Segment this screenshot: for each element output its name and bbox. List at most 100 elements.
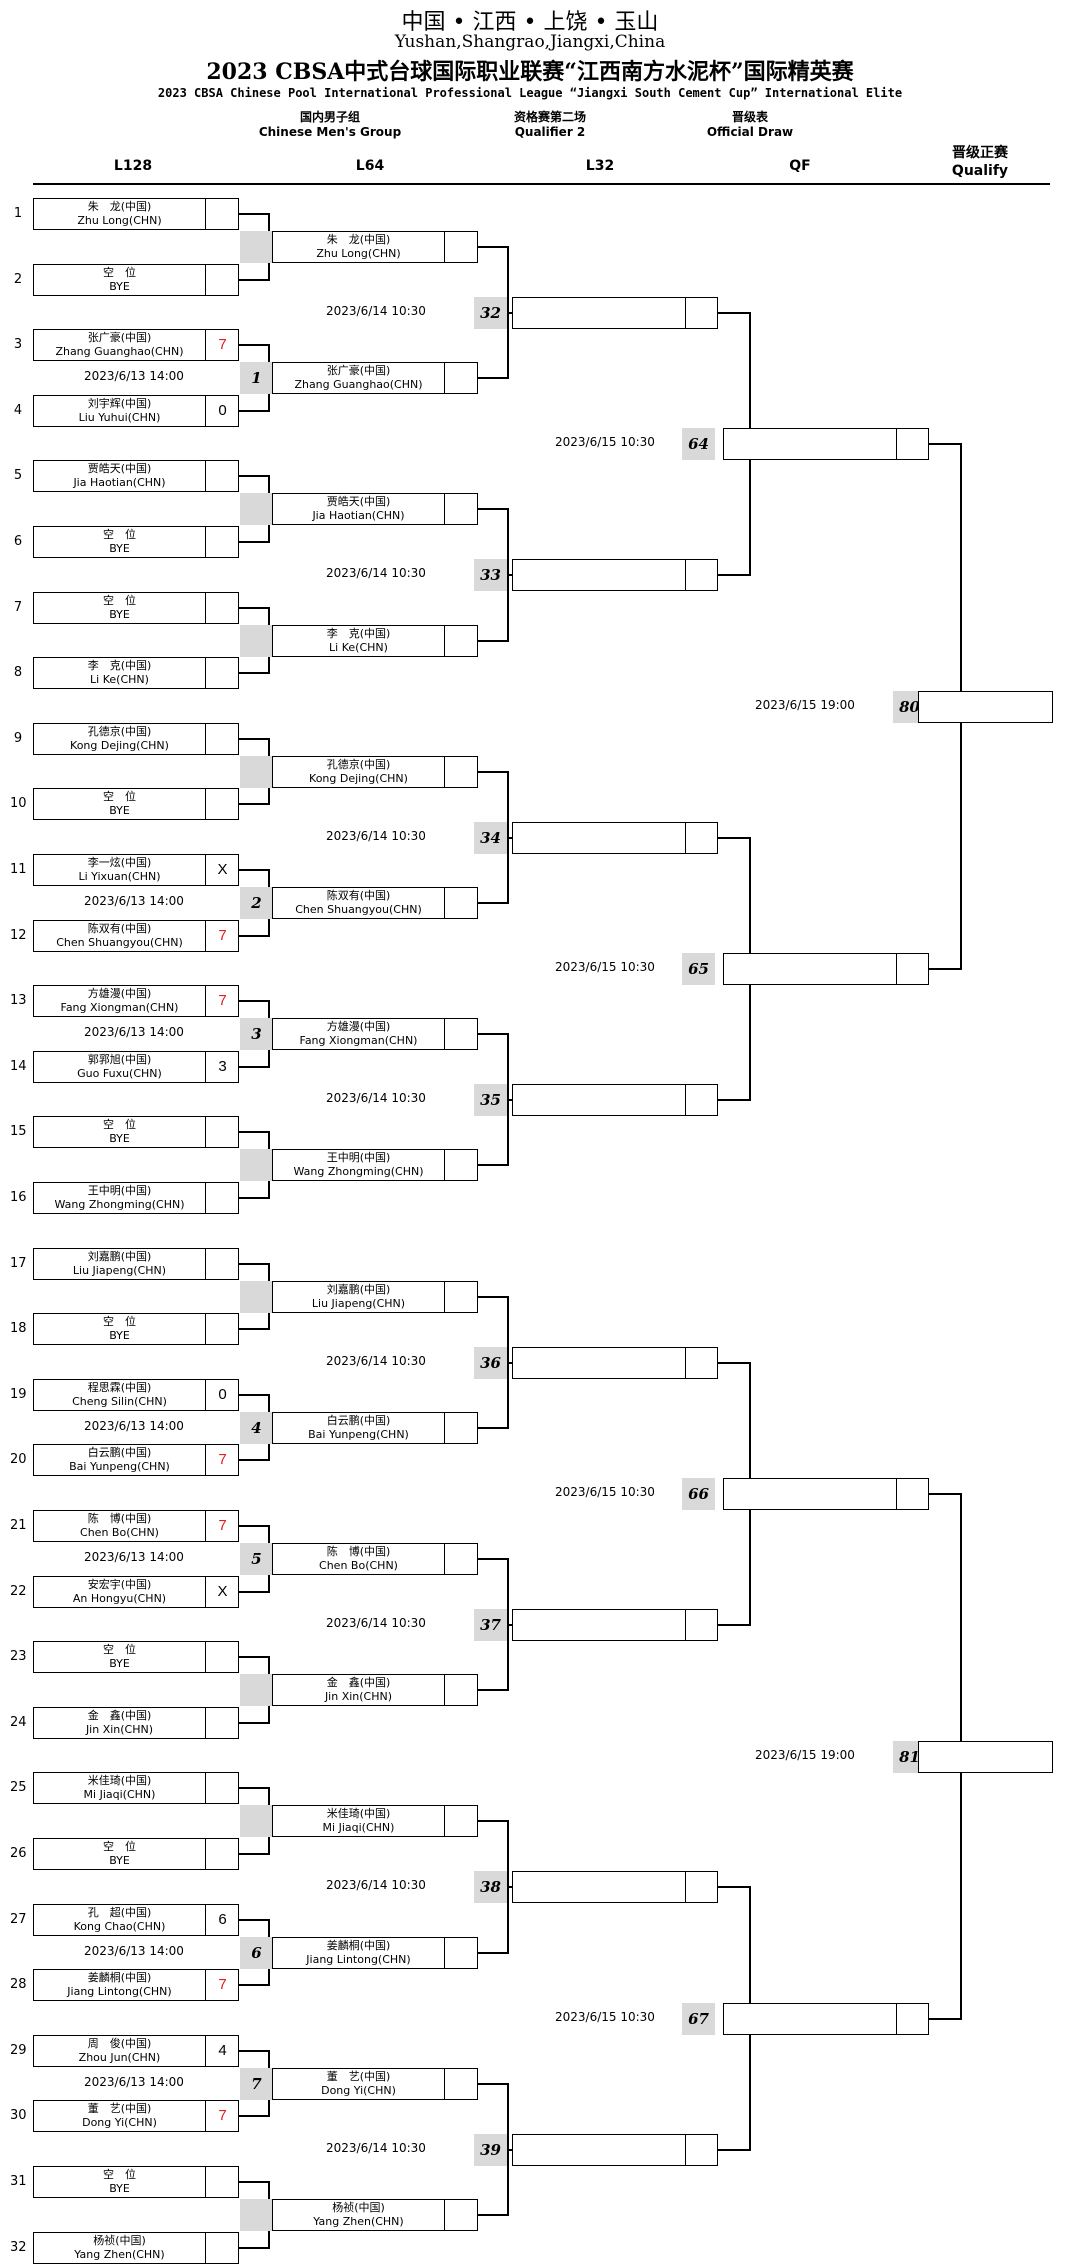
player-score (207, 1642, 238, 1672)
bracket-line (478, 1558, 508, 1560)
player-name-en: BYE (109, 608, 130, 621)
seed-number: 22 (10, 1584, 27, 1599)
l64-player-box[interactable]: 张广豪(中国)Zhang Guanghao(CHN) (272, 362, 478, 394)
player-score: 4 (218, 2042, 227, 2059)
l64-player-box[interactable]: 杨祯(中国)Yang Zhen(CHN) (272, 2199, 478, 2231)
match-date: 2023/6/15 19:00 (755, 698, 855, 712)
l64-player-box[interactable]: 孔德京(中国)Kong Dejing(CHN) (272, 756, 478, 788)
l32-player-box[interactable] (512, 822, 718, 854)
l128-player-box[interactable]: 周 俊(中国)Zhou Jun(CHN)4 (33, 2035, 239, 2067)
match-number: 34 (474, 822, 507, 854)
l128-player-box[interactable]: 孔 超(中国)Kong Chao(CHN)6 (33, 1904, 239, 1936)
player-name-en: Kong Dejing(CHN) (70, 739, 169, 752)
player-name-cn: 郭郛旭(中国) (87, 1053, 152, 1066)
l64-player-box[interactable]: 方雄漫(中国)Fang Xiongman(CHN) (272, 1018, 478, 1050)
l32-player-box[interactable] (512, 1871, 718, 1903)
l128-player-box[interactable]: 孔德京(中国)Kong Dejing(CHN) (33, 723, 239, 755)
l64-player-box[interactable]: 金 鑫(中国)Jin Xin(CHN) (272, 1674, 478, 1706)
player-name-cn: 李 克(中国) (326, 627, 391, 640)
l128-player-box[interactable]: 贾皓天(中国)Jia Haotian(CHN) (33, 460, 239, 492)
l32-player-box[interactable] (512, 1609, 718, 1641)
l128-player-box[interactable]: 郭郛旭(中国)Guo Fuxu(CHN)3 (33, 1051, 239, 1083)
l32-player-box[interactable] (512, 2134, 718, 2166)
l128-player-box[interactable]: 米佳琦(中国)Mi Jiaqi(CHN) (33, 1772, 239, 1804)
player-score (446, 2069, 477, 2099)
l32-player-box[interactable] (512, 1084, 718, 1116)
l128-player-box[interactable]: 方雄漫(中国)Fang Xiongman(CHN)7 (33, 985, 239, 1017)
l32-player-box[interactable] (512, 297, 718, 329)
l64-player-box[interactable]: 贾皓天(中国)Jia Haotian(CHN) (272, 493, 478, 525)
l32-player-box[interactable] (512, 559, 718, 591)
player-name-en: BYE (109, 2182, 130, 2195)
match-date: 2023/6/14 10:30 (326, 1354, 426, 1368)
l64-player-box[interactable]: 刘嘉鹏(中国)Liu Jiapeng(CHN) (272, 1281, 478, 1313)
player-name: 董 艺(中国)Dong Yi(CHN) (34, 2101, 206, 2131)
player-name-cn: 程思霖(中国) (87, 1381, 152, 1394)
l128-player-box[interactable]: 陈 博(中国)Chen Bo(CHN)7 (33, 1510, 239, 1542)
l64-player-box[interactable]: 陈 博(中国)Chen Bo(CHN) (272, 1543, 478, 1575)
l128-player-box[interactable]: 李 克(中国)Li Ke(CHN) (33, 657, 239, 689)
l128-player-box[interactable]: 安宏宇(中国)An Hongyu(CHN)X (33, 1576, 239, 1608)
player-name-cn: 杨祯(中国) (93, 2234, 146, 2247)
l64-player-box[interactable]: 朱 龙(中国)Zhu Long(CHN) (272, 231, 478, 263)
qf-player-box[interactable] (723, 1478, 929, 1510)
player-name-cn: 空 位 (103, 1643, 136, 1656)
l128-player-box[interactable]: 刘宇辉(中国)Liu Yuhui(CHN)0 (33, 395, 239, 427)
player-name: 白云鹏(中国)Bai Yunpeng(CHN) (273, 1413, 445, 1443)
l128-player-box[interactable]: 杨祯(中国)Yang Zhen(CHN) (33, 2232, 239, 2264)
l64-player-box[interactable]: 米佳琦(中国)Mi Jiaqi(CHN) (272, 1805, 478, 1837)
player-name-cn: 王中明(中国) (87, 1184, 152, 1197)
l128-player-box[interactable]: 刘嘉鹏(中国)Liu Jiapeng(CHN) (33, 1248, 239, 1280)
l128-player-box[interactable]: 王中明(中国)Wang Zhongming(CHN) (33, 1182, 239, 1214)
player-name: 刘嘉鹏(中国)Liu Jiapeng(CHN) (34, 1249, 206, 1279)
player-name: 王中明(中国)Wang Zhongming(CHN) (273, 1150, 445, 1180)
l32-player-box[interactable] (512, 1347, 718, 1379)
player-score (207, 658, 238, 688)
box-divider (685, 1872, 686, 1902)
l64-player-box[interactable]: 白云鹏(中国)Bai Yunpeng(CHN) (272, 1412, 478, 1444)
match-date: 2023/6/15 10:30 (555, 2010, 655, 2024)
l128-player-box[interactable]: 董 艺(中国)Dong Yi(CHN)7 (33, 2100, 239, 2132)
qf-player-box[interactable] (723, 2003, 929, 2035)
qf-player-box[interactable] (723, 953, 929, 985)
qualify-box[interactable] (918, 691, 1053, 723)
player-name: 朱 龙(中国)Zhu Long(CHN) (34, 199, 206, 229)
l128-player-box[interactable]: 程思霖(中国)Cheng Silin(CHN)0 (33, 1379, 239, 1411)
qf-player-box[interactable] (723, 428, 929, 460)
seed-number: 7 (13, 600, 23, 615)
player-name-cn: 空 位 (103, 1118, 136, 1131)
player-name: 刘嘉鹏(中国)Liu Jiapeng(CHN) (273, 1282, 445, 1312)
l128-player-box[interactable]: 朱 龙(中国)Zhu Long(CHN) (33, 198, 239, 230)
seed-number: 17 (10, 1256, 27, 1271)
player-score (446, 1938, 477, 1968)
bracket-line (239, 213, 269, 215)
l128-player-box[interactable]: 李一炫(中国)Li Yixuan(CHN)X (33, 854, 239, 886)
l128-player-box[interactable]: 白云鹏(中国)Bai Yunpeng(CHN)7 (33, 1444, 239, 1476)
l64-player-box[interactable]: 姜麟桐(中国)Jiang Lintong(CHN) (272, 1937, 478, 1969)
l64-player-box[interactable]: 王中明(中国)Wang Zhongming(CHN) (272, 1149, 478, 1181)
l64-player-box[interactable]: 董 艺(中国)Dong Yi(CHN) (272, 2068, 478, 2100)
player-score (446, 1282, 477, 1312)
player-score (207, 1249, 238, 1279)
qualify-box[interactable] (918, 1741, 1053, 1773)
l128-player-box[interactable]: 姜麟桐(中国)Jiang Lintong(CHN)7 (33, 1969, 239, 2001)
seed-number: 28 (10, 1977, 27, 1992)
match-number: 66 (682, 1478, 715, 1510)
l64-player-box[interactable]: 陈双有(中国)Chen Shuangyou(CHN) (272, 887, 478, 919)
l128-player-box[interactable]: 陈双有(中国)Chen Shuangyou(CHN)7 (33, 920, 239, 952)
player-name-cn: 孔 超(中国) (87, 1906, 152, 1919)
l128-player-box[interactable]: 金 鑫(中国)Jin Xin(CHN) (33, 1707, 239, 1739)
player-name: 姜麟桐(中国)Jiang Lintong(CHN) (34, 1970, 206, 2000)
l128-player-box[interactable]: 张广豪(中国)Zhang Guanghao(CHN)7 (33, 329, 239, 361)
l64-player-box[interactable]: 李 克(中国)Li Ke(CHN) (272, 625, 478, 657)
